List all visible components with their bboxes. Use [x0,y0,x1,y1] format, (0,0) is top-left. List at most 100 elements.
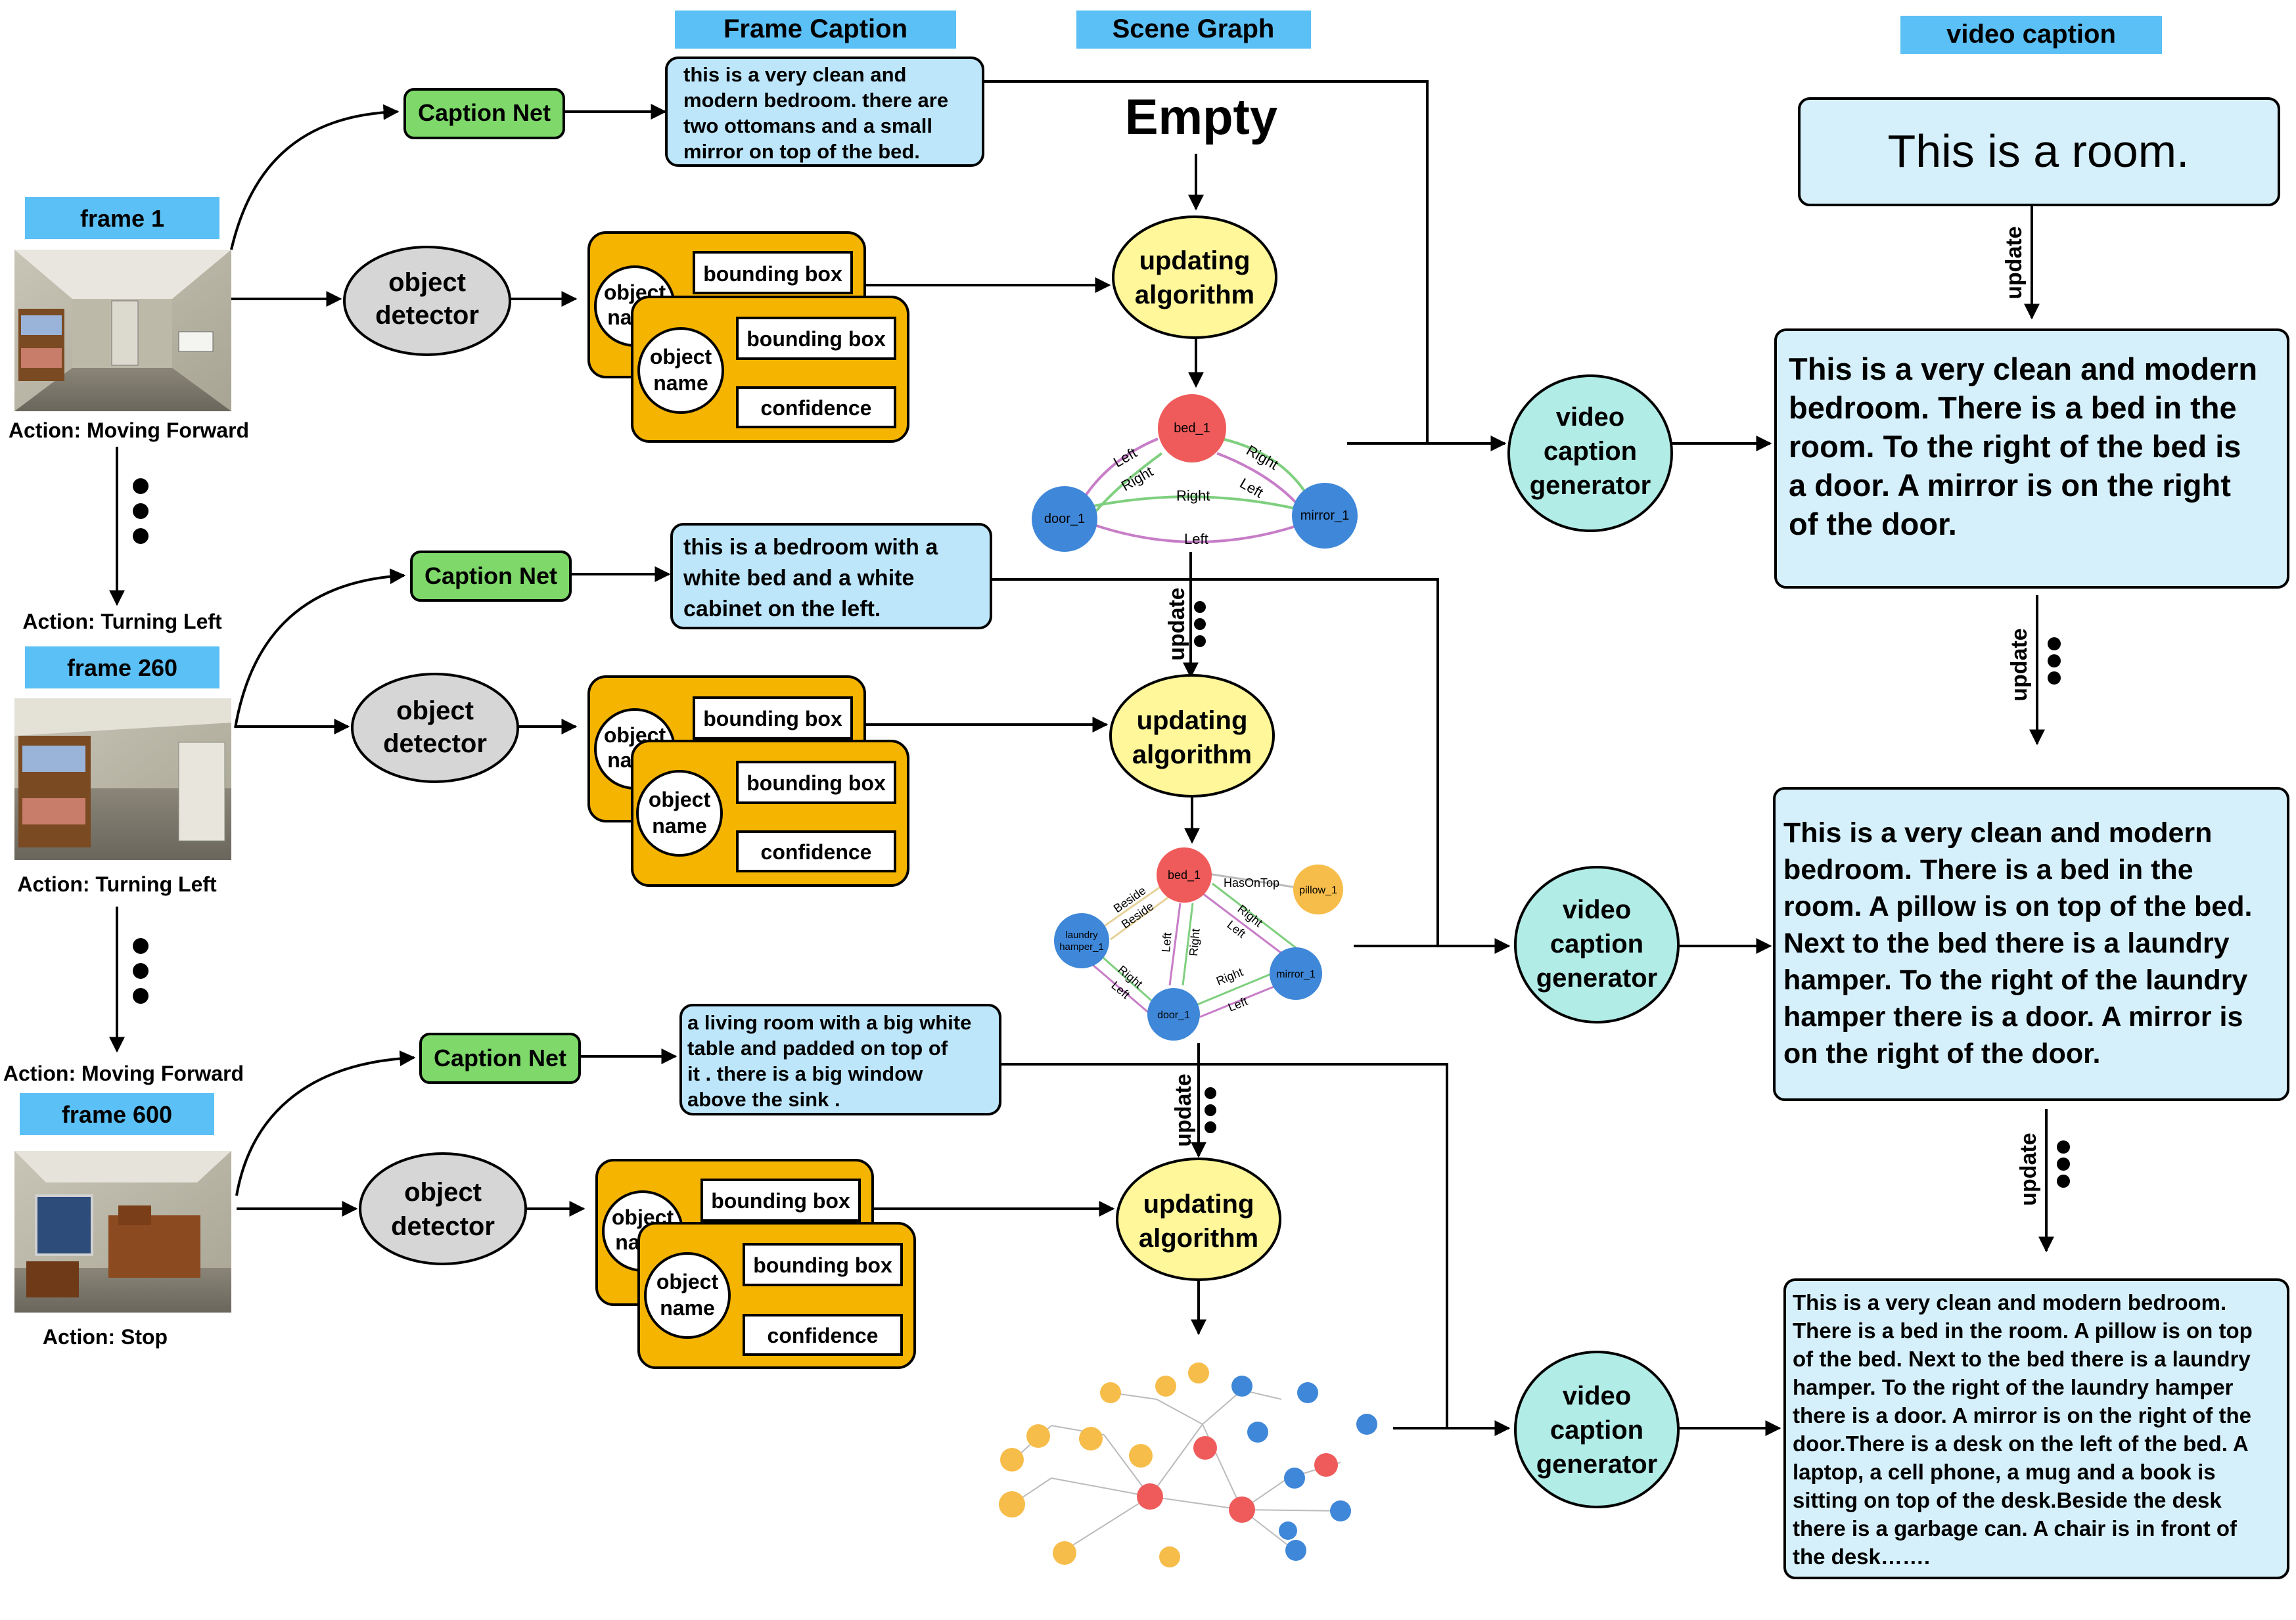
flow-arrow [234,568,406,729]
detection-card-front-1: bounding box object name confidence [631,296,909,443]
svg-text:caption: caption [1544,437,1637,466]
ellipsis-dots [133,478,149,544]
graph-node-label: hamper_1 [1059,941,1104,953]
ellipsis-dots [2057,1140,2070,1188]
svg-text:video: video [1556,403,1624,432]
caption-line: This is a very clean and modern [1783,817,2212,849]
caption-line: table and padded on top of [687,1037,948,1060]
update-label: update [1164,587,1189,660]
svg-text:frame 1: frame 1 [80,205,164,232]
update-label: update [1171,1073,1196,1146]
caption-net-3: Caption Net [419,1033,581,1084]
graph-node-label: bed_1 [1174,421,1210,436]
svg-text:This is a room.: This is a room. [1888,125,2190,177]
svg-text:object: object [404,1178,482,1207]
action-label: Action: Turning Left [22,610,222,633]
svg-text:updating: updating [1139,246,1251,275]
header-scene-graph-text: Scene Graph [1113,14,1275,43]
svg-text:detector: detector [391,1212,495,1241]
svg-text:generator: generator [1530,471,1651,500]
ellipsis-dots [133,938,149,1004]
caption-line: Next to the bed there is a laundry [1783,928,2230,959]
action-label: Action: Moving Forward [9,418,249,442]
caption-line: room. A pillow is on top of the bed. [1783,891,2252,922]
header-video-caption: video caption [1900,16,2162,54]
action-label: Action: Moving Forward [3,1062,244,1085]
svg-text:algorithm: algorithm [1139,1224,1258,1253]
graph-node-label: mirror_1 [1300,508,1349,523]
svg-text:object: object [396,696,474,725]
frame-260-thumbnail [14,698,231,860]
header-frame-caption: Frame Caption [675,11,956,49]
caption-line: door.There is a desk on the left of the … [1793,1431,2249,1456]
graph-edge-label: Left [1225,918,1249,940]
svg-text:Caption Net: Caption Net [425,562,557,589]
svg-text:frame 600: frame 600 [62,1101,172,1128]
frame-600-thumbnail [14,1151,231,1313]
svg-text:detector: detector [375,301,479,330]
caption-line: a living room with a big white [687,1011,971,1034]
graph-node-label: door_1 [1044,512,1085,526]
svg-text:bounding box: bounding box [753,1253,892,1277]
object-detector-2: object detector [351,673,519,783]
svg-text:bounding box: bounding box [711,1189,850,1213]
caption-line: it . there is a big window [687,1062,923,1085]
caption-line: there is a door. A mirror is on the righ… [1793,1403,2251,1428]
caption-line: mirror on top of the bed. [683,140,920,163]
graph-edge-label: Left [1111,444,1139,470]
caption-line: cabinet on the left. [683,596,881,621]
caption-line: there is a garbage can. A chair is in fr… [1793,1516,2238,1541]
caption-line: hamper. To the right of the laundry [1783,964,2247,996]
ellipsis-dots [2048,637,2061,685]
scene-graph-2: bed_1 pillow_1 laundry hamper_1 mirror_1… [1054,847,1343,1041]
graph-node-label: door_1 [1157,1010,1190,1021]
caption-line: laptop, a cell phone, a mug and a book i… [1793,1460,2216,1484]
ellipsis-dots [1194,601,1206,647]
caption-line: room. To the right of the bed is [1789,429,2241,464]
empty-graph-label: Empty [1125,89,1277,145]
video-caption-2: This is a very clean and modern bedroom.… [1773,787,2289,1101]
header-video-caption-text: video caption [1946,20,2116,49]
video-caption-initial: This is a room. [1798,97,2280,206]
action-label: Action: Stop [43,1325,168,1349]
graph-node-label: laundry [1065,930,1098,941]
svg-text:name: name [660,1296,715,1320]
caption-line: white bed and a white [683,566,914,591]
graph-edge-label: Left [1159,932,1174,953]
graph-edge-label: Right [1187,928,1203,957]
frame-600-label: frame 600 [20,1093,214,1135]
video-caption-generator-1: video caption generator [1507,374,1673,532]
caption-line: hamper. To the right of the laundry hamp… [1793,1375,2234,1399]
svg-text:object: object [656,1270,719,1294]
svg-text:video: video [1563,1382,1631,1410]
frame-caption-box-3: a living room with a big white table and… [679,1004,1001,1115]
svg-text:algorithm: algorithm [1135,281,1254,309]
action-label: Action: Turning Left [17,872,217,896]
frame-260-label: frame 260 [25,646,219,688]
svg-text:confidence: confidence [768,1324,879,1347]
graph-edge-label: Left [1237,475,1266,501]
frame-caption-box-1: this is a very clean and modern bedroom.… [665,56,984,167]
caption-net-1: Caption Net [403,88,565,139]
graph-edge-label: Right [1214,965,1245,987]
detection-card-front-2: bounding box object name confidence [631,740,909,887]
caption-line: this is a bedroom with a [683,535,938,560]
update-label: update [2002,226,2027,299]
svg-text:algorithm: algorithm [1132,740,1252,769]
svg-text:caption: caption [1550,930,1643,958]
svg-text:Caption Net: Caption Net [418,99,551,126]
caption-line: on the right of the door. [1783,1038,2101,1069]
caption-line: This is a very clean and modern bedroom. [1793,1290,2226,1315]
scene-graph-3 [999,1362,1377,1567]
video-caption-generator-3: video caption generator [1514,1351,1680,1508]
updating-algorithm-2: updating algorithm [1109,674,1275,798]
graph-node-label: pillow_1 [1299,885,1337,896]
frame-caption-box-2: this is a bedroom with a white bed and a… [670,523,992,629]
graph-node-label: mirror_1 [1276,969,1316,980]
object-detector-1: object detector [343,246,511,356]
caption-line: the desk……. [1793,1544,1930,1569]
svg-text:bounding box: bounding box [703,707,842,731]
graph-edge-label: Left [1184,531,1208,547]
svg-text:name: name [652,814,707,838]
